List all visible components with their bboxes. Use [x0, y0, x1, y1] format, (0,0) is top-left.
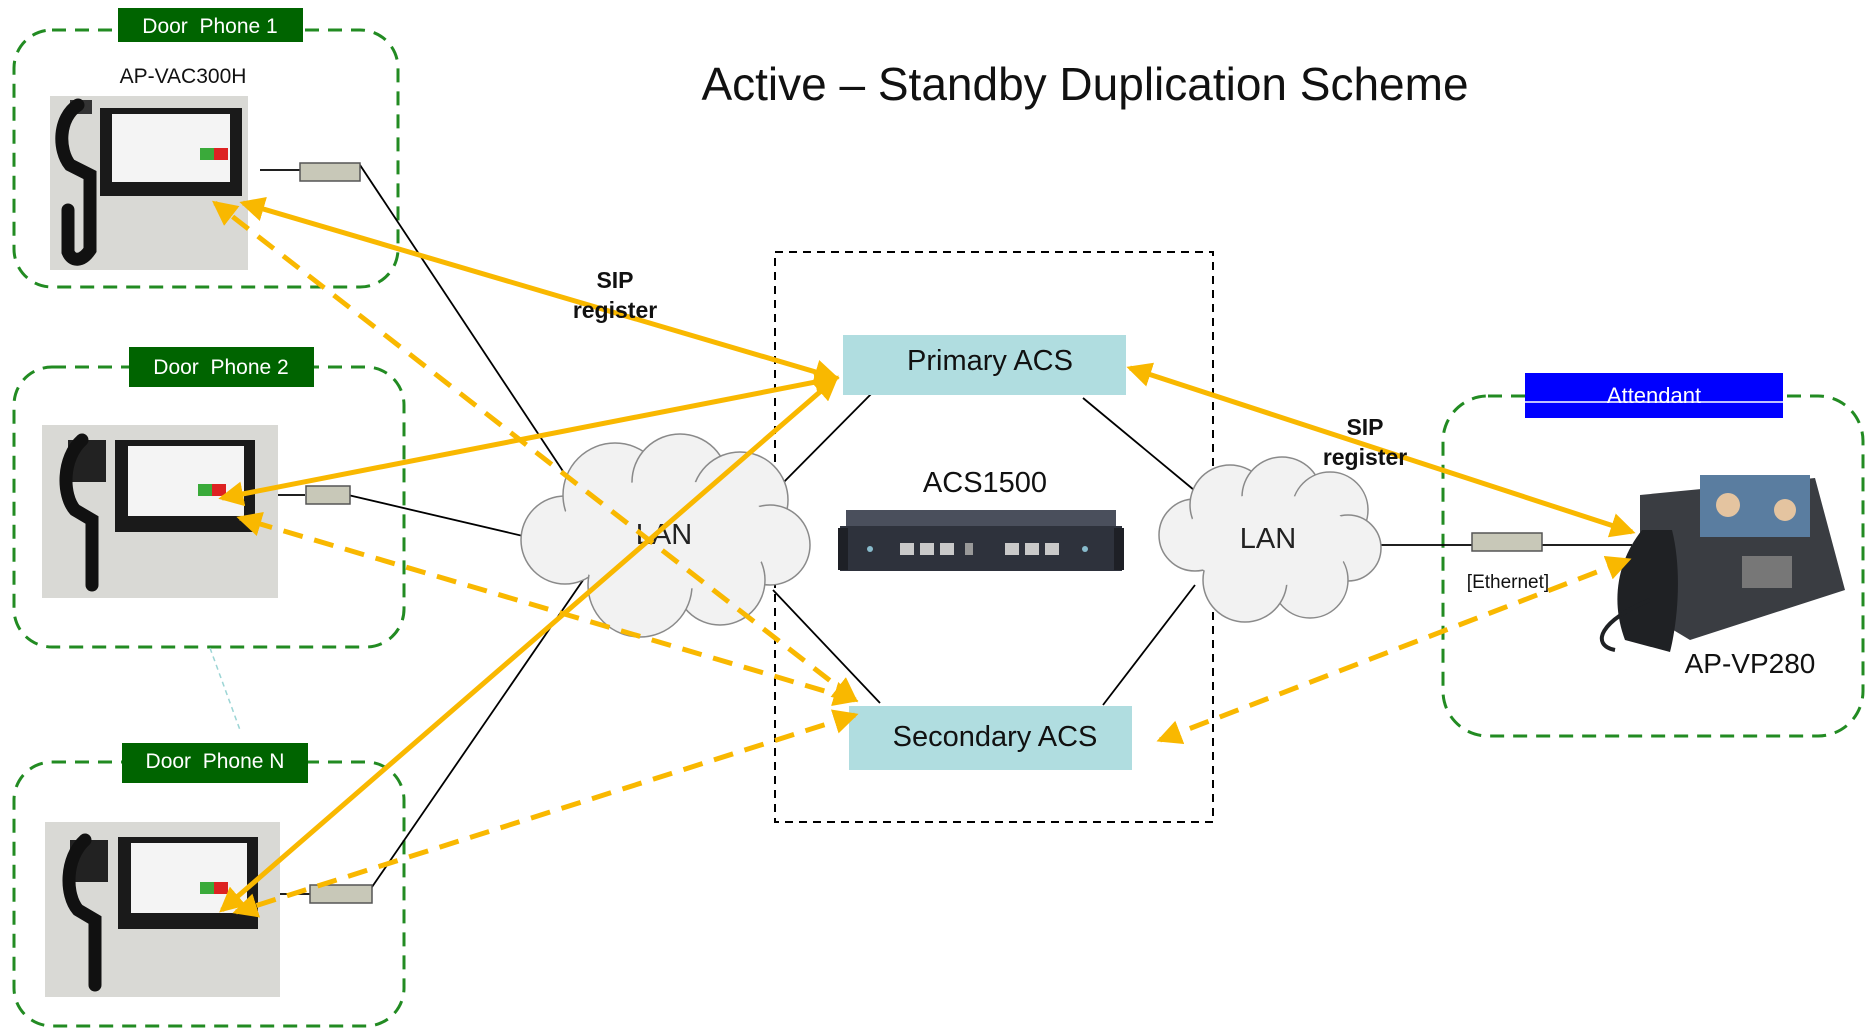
attendant-video-phone — [1599, 475, 1845, 652]
ethernet-label: [Ethernet] — [1467, 572, 1549, 593]
standby-arrows — [212, 200, 1632, 918]
door-phone-2-group — [12, 365, 406, 649]
group-connector-line — [209, 647, 241, 731]
sip-label-left-1: SIP — [596, 267, 633, 293]
sip-label-left-2: register — [573, 297, 657, 323]
sip-label-right-2: register — [1323, 444, 1407, 470]
attendant-title: Attendant — [1607, 383, 1701, 408]
door-phone-1-model: AP-VAC300H — [120, 65, 247, 88]
page-title: Active – Standby Duplication Scheme — [701, 58, 1468, 110]
door-phone-2-device — [42, 425, 278, 598]
door-phone-1-tag — [118, 8, 303, 42]
door-phone-2-title: Door Phone 2 — [153, 356, 288, 379]
secondary-acs-label: Secondary ACS — [893, 721, 1098, 753]
attendant-model: AP-VP280 — [1685, 648, 1816, 679]
door-phone-1-title: Door Phone 1 — [142, 15, 277, 38]
acs1500-model-label: ACS1500 — [923, 467, 1047, 499]
door-phone-n-title: Door Phone N — [146, 750, 285, 773]
lan-label-right: LAN — [1240, 523, 1296, 555]
primary-acs-label: Primary ACS — [907, 345, 1073, 377]
acs1500-server-icon — [838, 510, 1124, 571]
door-phone-1-device — [50, 96, 248, 270]
secondary-acs-box — [849, 706, 1132, 770]
door-phone-1-group — [12, 28, 400, 289]
primary-acs-box — [843, 335, 1126, 395]
sip-label-right-1: SIP — [1346, 414, 1383, 440]
